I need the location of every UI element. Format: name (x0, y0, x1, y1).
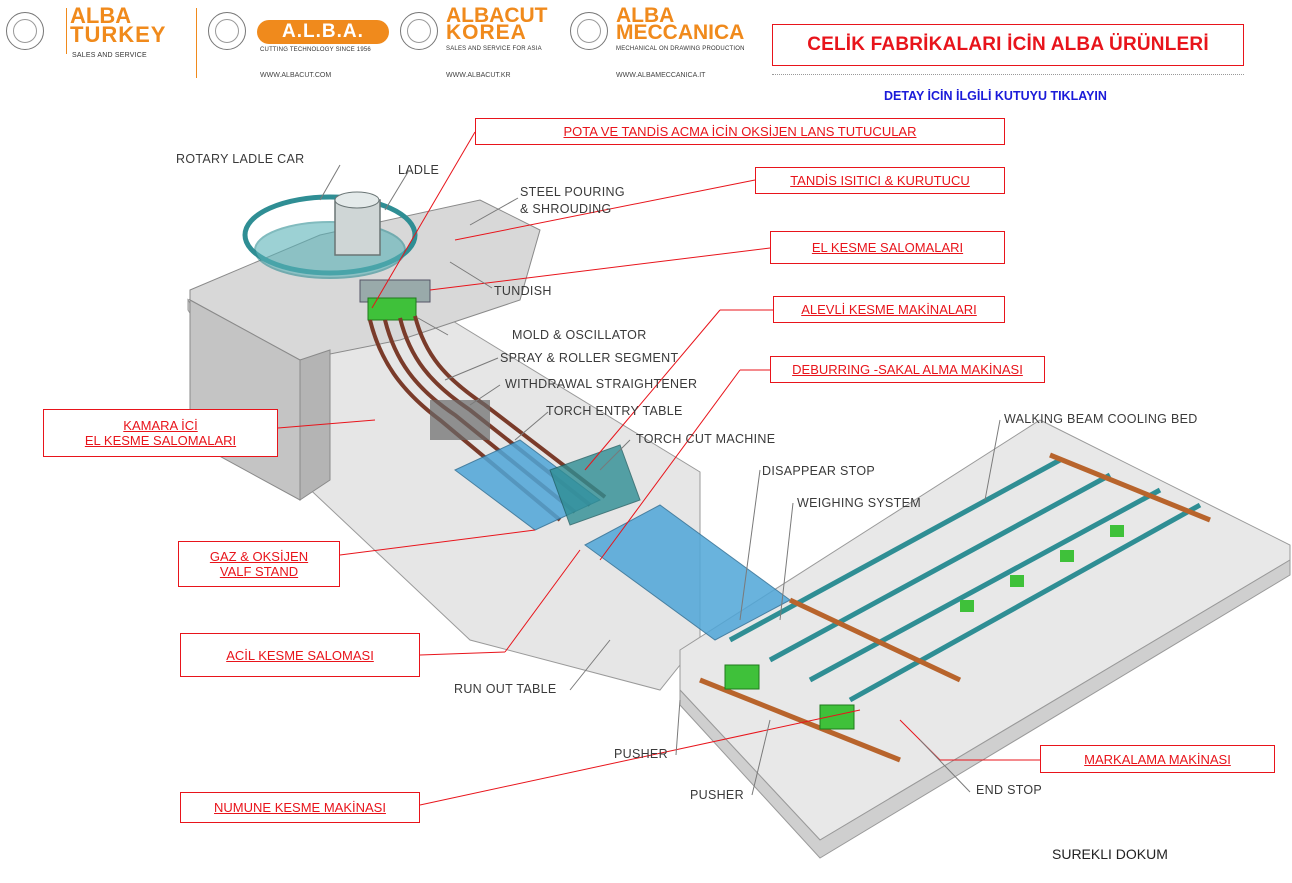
callout-gaz-oksijen-valf-stand[interactable]: GAZ & OKSİJEN VALF STAND (178, 541, 340, 587)
callout-text-line1: GAZ & OKSİJEN (209, 549, 309, 564)
page-title-text: CELİK FABRİKALARI İCİN ALBA ÜRÜNLERİ (807, 34, 1209, 55)
callout-pota-lans-tutucular[interactable]: POTA VE TANDİS ACMA İCİN OKSİJEN LANS TU… (475, 118, 1005, 145)
logo-url: WWW.ALBAMECCANICA.IT (616, 72, 706, 79)
callout-text: NUMUNE KESME MAKİNASI (214, 800, 386, 815)
callout-text-line2: VALF STAND (219, 564, 299, 579)
label-pusher-2: Pusher (690, 788, 744, 802)
callout-el-kesme-salomalari[interactable]: EL KESME SALOMALARI (770, 231, 1005, 264)
cooling-bed-frames (699, 452, 1211, 763)
label-mold-oscillator: Mold & Oscillator (512, 328, 647, 342)
label-tundish: Tundish (494, 284, 552, 298)
label-disappear-stop: Disappear Stop (762, 464, 876, 478)
callout-deburring[interactable]: DEBURRING -SAKAL ALMA MAKİNASI (770, 356, 1045, 383)
alba-seal-icon (208, 12, 246, 50)
alba-badge: A.L.B.A. (257, 20, 389, 44)
callout-text: TANDİS ISITICI & KURUTUCU (790, 173, 970, 188)
label-torch-entry-table: Torch Entry Table (546, 404, 683, 418)
label-leader-lines (319, 164, 1001, 796)
alba-seal-icon (6, 12, 44, 50)
brand-line2: KOREA (446, 21, 527, 44)
torch-cut-machine (549, 444, 641, 526)
header-divider (196, 8, 197, 78)
cooling-bed-drive-3 (1060, 550, 1074, 562)
cooling-bed-drive-4 (1110, 525, 1124, 537)
label-run-out-table: Run Out Table (454, 682, 557, 696)
label-end-stop: End Stop (976, 783, 1043, 797)
rotary-ladle-base (254, 221, 406, 279)
pusher-1 (724, 664, 760, 690)
label-pusher-1: Pusher (614, 747, 668, 761)
callout-kamara-ici-el-kesme[interactable]: KAMARA İCİ EL KESME SALOMALARI (43, 409, 278, 457)
label-rotary-ladle-car: Rotary Ladle Car (176, 152, 305, 166)
callout-text-line2: EL KESME SALOMALARI (84, 433, 237, 448)
callout-text: POTA VE TANDİS ACMA İCİN OKSİJEN LANS TU… (563, 124, 917, 139)
logo-alba-italy[interactable]: A.L.B.A. CUTTING TECHNOLOGY SINCE 1956 W… (208, 6, 389, 79)
callout-text-line1: KAMARA İCİ (123, 418, 198, 433)
callout-alevli-kesme-makinalari[interactable]: ALEVLİ KESME MAKİNALARI (773, 296, 1005, 323)
pusher-2 (819, 704, 855, 730)
brand-subline: SALES AND SERVICE (72, 52, 147, 59)
ladle-top (334, 191, 380, 209)
label-torch-cut-machine: Torch Cut Machine (636, 432, 776, 446)
callout-text: MARKALAMA MAKİNASI (1084, 751, 1231, 767)
label-withdrawal-straightener: Withdrawal Straightener (505, 377, 698, 391)
logo-albacut-korea[interactable]: ALBACUT KOREA SALES AND SERVICE FOR ASIA… (400, 4, 570, 79)
brand-line2: TURKEY (70, 22, 167, 47)
brand-subline: SALES AND SERVICE FOR ASIA (446, 46, 542, 52)
logo-alba-turkey[interactable]: ALBA TURKEY SALES AND SERVICE (6, 3, 186, 76)
label-spray-roller-segment: Spray & Roller Segment (500, 351, 679, 365)
footer-caption: SUREKLI DOKUM (1052, 846, 1168, 862)
brand-line1: ALBACUT (446, 4, 548, 27)
logo-alba-meccanica[interactable]: ALBA MECCANICA MECHANICAL ON DRAWING PRO… (570, 4, 760, 79)
logo-url: WWW.ALBACUT.KR (446, 72, 511, 79)
callout-markalama-makinasi[interactable]: MARKALAMA MAKİNASI (1040, 745, 1275, 773)
callout-numune-kesme-makinasi[interactable]: NUMUNE KESME MAKİNASI (180, 792, 420, 823)
alba-seal-icon (570, 12, 608, 50)
callout-text: ALEVLİ KESME MAKİNALARI (801, 302, 977, 317)
click-hint: DETAY İCİN İLGİLİ KUTUYU TIKLAYIN (884, 89, 1107, 103)
callout-text: ACİL KESME SALOMASI (226, 647, 374, 663)
cooling-bed-drive-1 (960, 600, 974, 612)
brand-line1: ALBA (616, 4, 675, 27)
title-underline (772, 74, 1244, 75)
brand-line1: ALBA (70, 3, 132, 28)
page-title: CELİK FABRİKALARI İCİN ALBA ÜRÜNLERİ (772, 24, 1244, 66)
logo-divider (66, 8, 67, 54)
mold-oscillator (367, 297, 417, 321)
brand-line2: MECCANICA (616, 21, 745, 44)
label-ladle: Ladle (398, 163, 440, 177)
label-walking-beam-cooling-bed: Walking Beam Cooling Bed (1004, 412, 1198, 426)
label-weighing-system: Weighing System (797, 496, 921, 510)
label-shrouding: & Shrouding (520, 202, 612, 216)
callout-tandis-isitici[interactable]: TANDİS ISITICI & KURUTUCU (755, 167, 1005, 194)
callout-text: EL KESME SALOMALARI (811, 240, 964, 255)
walking-beam-cooling-bed (728, 457, 1202, 703)
cooling-bed-drive-2 (1010, 575, 1024, 587)
brand-subline: MECHANICAL ON DRAWING PRODUCTION (616, 46, 745, 52)
callout-acil-kesme-salomasi[interactable]: ACİL KESME SALOMASI (180, 633, 420, 677)
brand-line1: A.L.B.A. (282, 21, 364, 42)
withdrawal-straightener (430, 400, 490, 440)
alba-seal-icon (400, 12, 438, 50)
label-steel-pouring: Steel Pouring (520, 185, 625, 199)
brand-subline: CUTTING TECHNOLOGY SINCE 1956 (260, 47, 371, 53)
callout-text: DEBURRING -SAKAL ALMA MAKİNASI (792, 362, 1023, 377)
logo-url: WWW.ALBACUT.COM (260, 72, 332, 79)
callout-leader-lines (277, 131, 1040, 806)
